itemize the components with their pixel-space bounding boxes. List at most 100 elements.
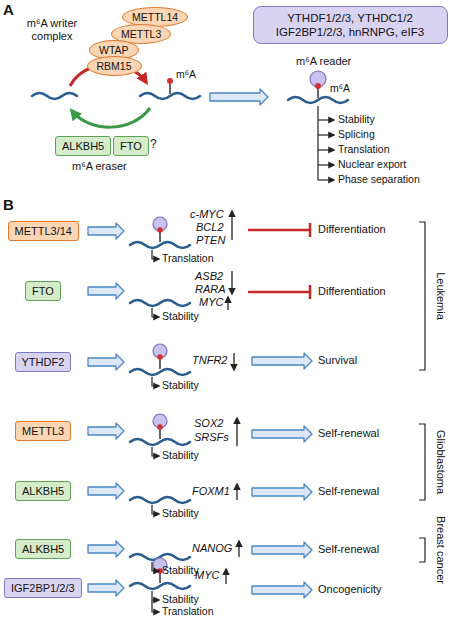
eraser-box: ALKBH5 [15,539,71,559]
gene-name: ASB2 [195,270,223,283]
node-label: ALKBH5 [22,484,64,498]
reader-box: YTHDF1/2/3, YTHDC1/2 IGF2BP1/2/3, hnRNPG… [253,6,448,44]
effect-label: Stability [162,564,199,577]
rna-strand [130,439,190,445]
disease-label: Glioblastoma [434,430,447,494]
up-arrow [238,541,239,557]
block-arrow [210,89,268,105]
node-label: METTL3/14 [15,224,72,238]
node-label: YTHDF1/2/3, YTHDC1/2 IGF2BP1/2/3, hnRNPG… [258,11,443,39]
outcome-label: Oncogenicity [318,583,382,596]
node-label: WTAP [99,43,129,57]
block-arrow [252,484,312,500]
node-label: YTHDF2 [22,355,65,369]
node-label: FTO [120,139,142,153]
node-label: ALKBH5 [62,139,104,153]
gene-name: c-MYC [190,208,224,221]
disease-label: Leukemia [434,272,447,320]
gene-name: FOXM1 [192,485,230,498]
rna-strand [130,583,190,589]
rna-strand [32,93,77,99]
panel-letter: B [3,196,14,213]
node-label: ALKBH5 [22,542,64,556]
rna-strand [130,369,190,375]
effect-label: Phase separation [338,173,420,186]
outcome-label: Self-renewal [318,485,379,498]
m6a-mark [157,354,163,360]
writer-protein: RBM15 [87,56,142,76]
effect-arrow [318,179,334,180]
complex-label: m⁶A reader [296,55,351,68]
node-label: IGF2BP1/2/3 [11,581,75,595]
rna-strand [130,242,190,248]
reader-box: YTHDF2 [15,352,72,372]
effect-arrow [152,377,159,386]
effect-label: Stability [338,113,375,126]
inhibition-line [248,223,310,237]
node-label: METTL3 [121,27,161,41]
effect-arrow [318,119,334,120]
outcome-label: Differentiation [318,223,386,236]
m6a-mark [157,424,163,430]
m6a-stem [317,88,319,98]
up-arrow [236,418,237,446]
gene-name: TNFR2 [192,354,227,367]
effect-label: Stability [162,593,199,606]
gene-name: BCL2 [196,221,224,234]
effect-label: Stability [162,310,199,323]
up-arrow [236,484,237,500]
eraser-box: ALKBH5 [15,481,71,501]
down-arrow [231,271,232,294]
effect-arrow [152,308,159,317]
node-label: METTL3 [22,424,64,438]
block-arrow [88,423,124,439]
m6a-mark [167,78,173,84]
m6a-stem [159,232,161,242]
effect-label: Stability [162,449,199,462]
block-arrow [252,353,312,369]
disease-label: Breast cancer [434,516,447,584]
effect-arrow [152,447,159,456]
outcome-label: Self-renewal [318,543,379,556]
block-arrow [252,582,312,598]
outcome-label: Self-renewal [318,427,379,440]
m6a-stem [159,573,161,583]
gene-name: SRSFs [194,431,229,444]
complex-label: m⁶A writer complex [12,17,92,43]
rna-strand [130,497,190,503]
block-arrow [252,426,312,442]
block-arrow [88,483,124,499]
m6a-mark [157,227,163,233]
panel-letter: A [3,1,14,18]
effect-arrow [152,591,159,600]
node-label: FTO [32,284,54,298]
effect-label: Splicing [338,128,375,141]
modification-label: m⁶A [176,68,196,81]
inhibition-line [248,285,310,299]
gene-name: MYC [199,296,223,309]
eraser-box: FTO [113,136,149,156]
effect-label: Stability [162,379,199,392]
m6a-stem [159,429,161,439]
up-arrow [227,297,228,310]
block-arrow [252,542,312,558]
m6a-stem [159,359,161,369]
node-label: METTL14 [132,10,178,24]
question-mark: ? [150,138,157,151]
effect-arrow [318,149,334,150]
block-arrow [88,283,124,299]
writer-box: METTL3/14 [8,221,79,241]
gene-name: PTEN [196,234,225,247]
reader-box: IGF2BP1/2/3 [4,578,82,598]
eraser-box: ALKBH5 [55,136,111,156]
effect-arrow [318,134,334,135]
effect-label: Nuclear export [338,158,406,171]
effect-arrow [318,164,334,165]
effect-label: Stability [162,507,199,520]
block-arrow [88,223,124,239]
effect-arrow [152,250,159,259]
eraser-arrow [72,108,150,127]
modification-label: m⁶A [330,82,350,95]
effect-stem [317,106,318,180]
